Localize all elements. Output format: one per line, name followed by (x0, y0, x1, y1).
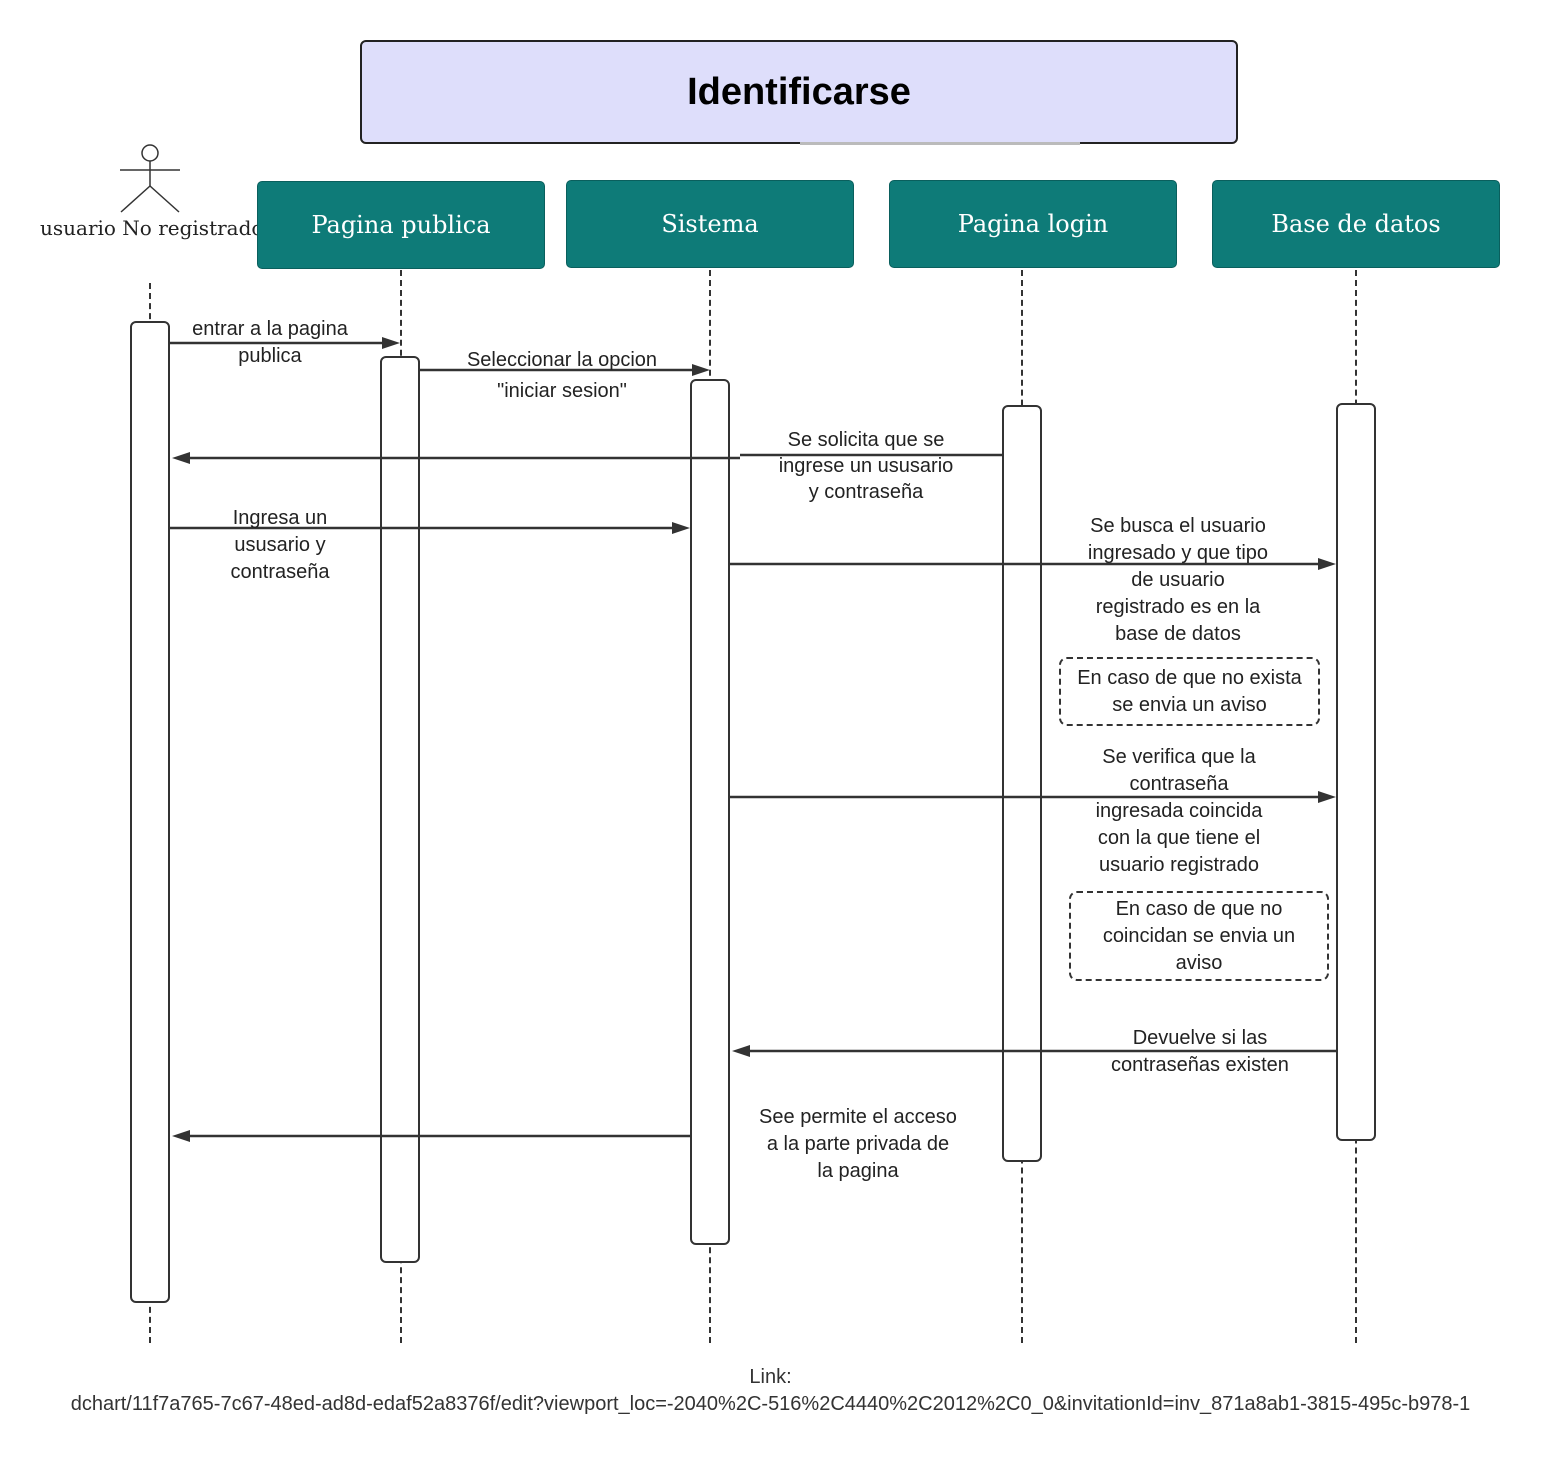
note-no-coincide: En caso de que no coincidan se envia un … (1069, 891, 1329, 981)
lane-header-sistema: Sistema (566, 180, 854, 268)
actor-stick-figure-icon (120, 144, 180, 213)
diagram-title-box: Identificarse (360, 40, 1238, 144)
message-label-busca: Se busca el usuario ingresado y que tipo… (1087, 515, 1269, 645)
message-label-solicita: Se solicita que se ingrese un ususario y… (778, 429, 954, 503)
activation-sistema (690, 379, 730, 1245)
message-label-permite: See permite el acceso a la parte privada… (759, 1106, 957, 1182)
message-label-seleccionar: Seleccionar la opcion "iniciar sesion" (466, 349, 658, 402)
title-underline-accent (800, 142, 1080, 145)
activation-pagina-login (1002, 405, 1042, 1162)
message-label-ingresa: Ingresa un ususario y contraseña (230, 507, 330, 583)
message-label-entrar: entrar a la pagina publica (192, 318, 348, 367)
message-label-devuelve: Devuelve si las contraseñas existen (1111, 1027, 1289, 1076)
message-label-verifica: Se verifica que la contraseña ingresada … (1095, 746, 1263, 876)
footer-link-label: Link: (749, 1366, 792, 1388)
note-no-existe: En caso de que no exista se envia un avi… (1059, 657, 1320, 726)
activation-base-de-datos (1336, 403, 1376, 1141)
actor-label: usuario No registrado (40, 216, 264, 240)
lane-header-pagina-login: Pagina login (889, 180, 1177, 268)
activation-usuario (130, 321, 170, 1303)
lane-header-pagina-publica: Pagina publica (257, 181, 545, 269)
diagram-title: Identificarse (687, 70, 911, 113)
lane-header-base-de-datos: Base de datos (1212, 180, 1500, 268)
activation-pagina-publica (380, 356, 420, 1263)
footer-link-url[interactable]: dchart/11f7a765-7c67-48ed-ad8d-edaf52a83… (70, 1393, 1471, 1415)
